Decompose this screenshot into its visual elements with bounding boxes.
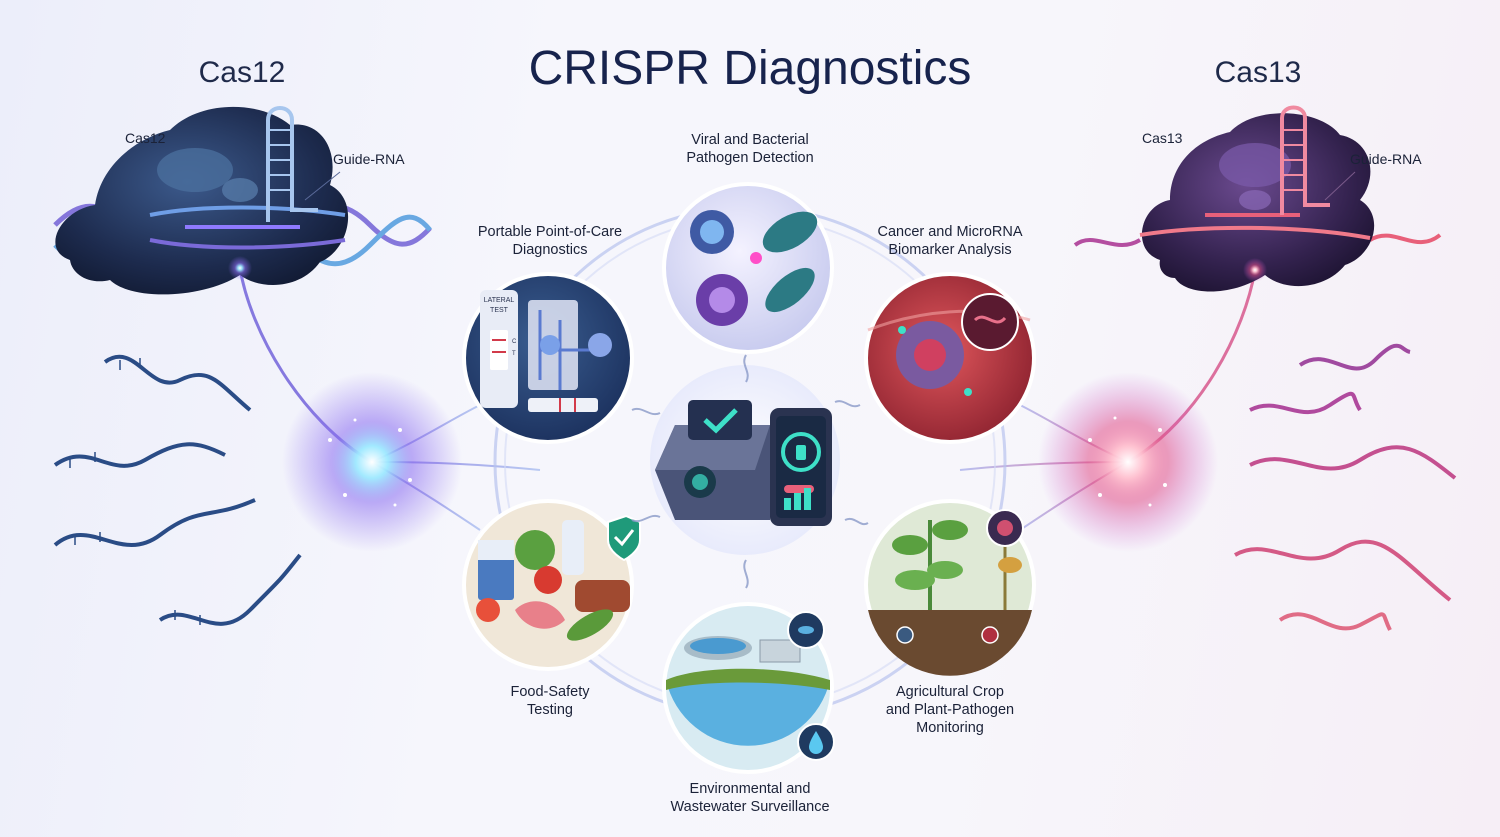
cas13-protein-label: Cas13 [1142, 130, 1183, 146]
portable-poc-node: LATERAL TEST C T [462, 272, 634, 444]
cas12-guide-rna [266, 106, 318, 222]
cas12-protein-label: Cas12 [125, 130, 166, 146]
caption-food-line1: Food-Safety [511, 684, 591, 700]
caption-agri-line1: Agricultural Crop [896, 684, 1004, 700]
central-device [650, 365, 840, 555]
caption-portable-line1: Portable Point-of-Care [478, 224, 622, 240]
food-safety-node [462, 499, 641, 671]
caption-agri-line2: and Plant-Pathogen [886, 702, 1014, 718]
caption-cancer-line1: Cancer and MicroRNA [877, 224, 1022, 240]
cas12-heading: Cas12 [199, 56, 286, 89]
cas13-guide-label: Guide-RNA [1350, 151, 1422, 167]
lateral-test-label-2: TEST [490, 307, 509, 314]
cancer-microrna-node [864, 272, 1036, 444]
caption-viral-line1: Viral and Bacterial [691, 132, 808, 148]
cas12-panel: Cas12 Cas12 Guide-RNA [53, 56, 541, 626]
cas13-rna-strands [1234, 343, 1457, 631]
caption-env-line1: Environmental and [690, 781, 811, 797]
caption-food-line2: Testing [527, 702, 573, 718]
cas12-ssdna-strands [53, 354, 302, 626]
application-hub: LATERAL TEST C T [462, 182, 1036, 774]
cas13-guide-rna [1280, 105, 1330, 215]
cas12-guide-label: Guide-RNA [333, 151, 405, 167]
test-line-mark: T [512, 351, 516, 357]
lateral-test-label: LATERAL [484, 297, 515, 304]
cas13-heading: Cas13 [1215, 56, 1302, 89]
control-line-mark: C [512, 339, 517, 345]
caption-portable-line2: Diagnostics [513, 242, 588, 258]
cas12-signal-glow [282, 372, 462, 552]
page-title: CRISPR Diagnostics [529, 42, 972, 95]
environmental-node [662, 602, 835, 774]
cas13-panel: Cas13 Cas13 Guide-RNA [959, 56, 1457, 631]
cas13-signal-glow [1038, 372, 1218, 552]
caption-viral-line2: Pathogen Detection [686, 150, 813, 166]
caption-env-line2: Wastewater Surveillance [670, 799, 829, 815]
caption-agri-line3: Monitoring [916, 720, 984, 736]
caption-cancer-line2: Biomarker Analysis [888, 242, 1011, 258]
cas12-protein [55, 106, 349, 295]
application-captions: Viral and Bacterial Pathogen Detection P… [478, 132, 1023, 815]
agriculture-node [864, 499, 1036, 676]
viral-bacterial-node [662, 182, 834, 354]
